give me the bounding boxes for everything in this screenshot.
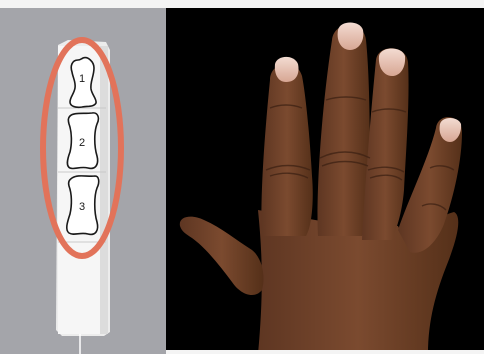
index-nail — [275, 57, 299, 82]
hand-illustration — [166, 0, 484, 354]
bone-1-label: 1 — [79, 73, 85, 85]
finger-diagram: 1 2 3 — [0, 0, 166, 354]
bottom-border — [166, 350, 484, 354]
bone-3: 3 — [67, 176, 99, 235]
index-finger — [261, 64, 312, 236]
bone-3-label: 3 — [79, 201, 85, 213]
thumb — [180, 217, 264, 295]
ring-finger — [362, 48, 409, 240]
finger-diagram-panel: 1 2 3 — [0, 0, 166, 354]
middle-finger — [318, 25, 370, 236]
bone-2-label: 2 — [79, 137, 85, 149]
hand-photo-panel — [166, 0, 484, 354]
bone-2: 2 — [67, 113, 98, 169]
